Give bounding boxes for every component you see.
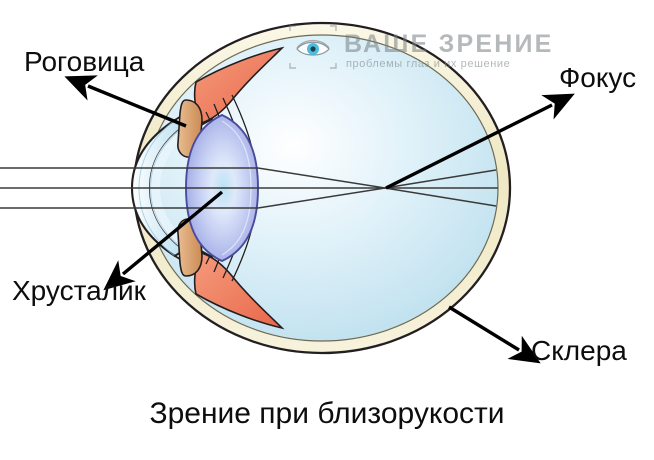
cornea-arrow bbox=[64, 75, 187, 128]
label-lens: Хрусталик bbox=[12, 275, 146, 306]
label-cornea: Роговица bbox=[24, 46, 145, 77]
sclera-arrow bbox=[448, 305, 541, 364]
ciliary-muscle bbox=[193, 46, 285, 330]
lens-arrow bbox=[103, 190, 224, 291]
light-rays bbox=[0, 167, 498, 209]
leader-arrows bbox=[64, 75, 575, 364]
label-focus: Фокус bbox=[559, 62, 637, 93]
figure-caption: Зрение при близорукости bbox=[149, 397, 505, 430]
label-sclera: Склера bbox=[531, 335, 627, 366]
focus-arrow bbox=[385, 93, 575, 190]
